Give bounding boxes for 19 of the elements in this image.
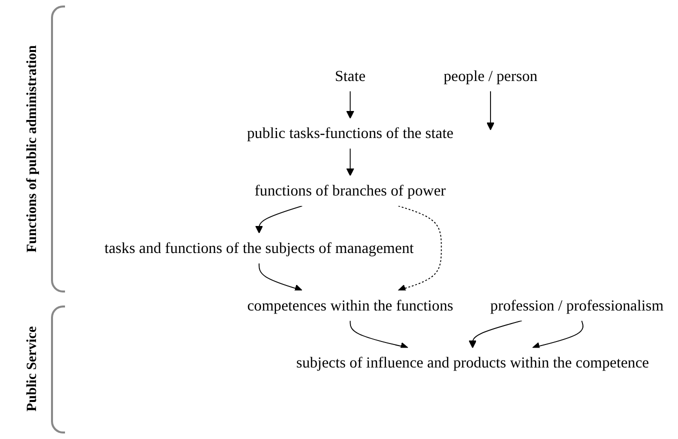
node-text: subjects of influence and products within the competence (296, 354, 650, 372)
group-label: Functions of public administration (25, 6, 65, 293)
arrow (346, 90, 354, 119)
node-text: profession / professionalism (490, 296, 664, 314)
node-text: public tasks-functions of the state (246, 124, 454, 142)
arrow (346, 148, 354, 176)
arrow (468, 320, 522, 348)
arrow (532, 320, 584, 350)
node-text: functions of branches of power (254, 182, 446, 200)
arrow (255, 206, 303, 234)
arrow (398, 206, 442, 292)
node-text: competences within the functions (247, 296, 454, 314)
group-label: Public Service (25, 304, 65, 433)
node-text: State (334, 67, 366, 84)
arrow (486, 90, 494, 130)
node-text: people / person (444, 67, 538, 84)
node-text: tasks and functions of the subjects of management (104, 239, 414, 257)
arrow (350, 320, 408, 350)
arrow (258, 262, 303, 292)
